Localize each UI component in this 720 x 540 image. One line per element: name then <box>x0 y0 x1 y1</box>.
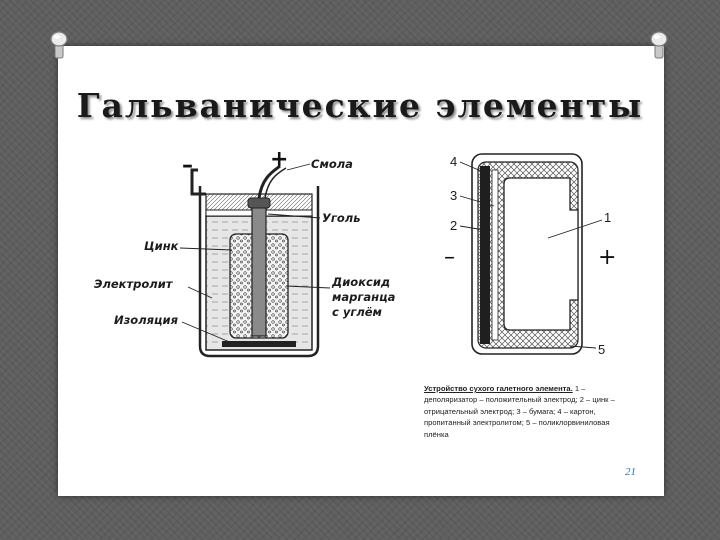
number-4: 4 <box>450 154 457 169</box>
positive-terminal-sign: + <box>270 147 288 172</box>
negative-terminal-sign: – <box>182 153 193 178</box>
caption-heading: Устройство сухого галетного элемента. <box>424 384 573 393</box>
number-2: 2 <box>450 218 457 233</box>
label-carbon: Уголь <box>322 211 360 225</box>
galette-cell-diagram: 4 3 2 1 5 – + <box>444 153 616 357</box>
number-5: 5 <box>598 342 605 357</box>
page-number: 21 <box>625 466 636 478</box>
label-manganese-line2: марганца <box>332 290 396 304</box>
label-zinc: Цинк <box>144 239 180 253</box>
label-resin: Смола <box>311 157 353 171</box>
label-manganese-line1: Диоксид <box>331 275 390 289</box>
slide-title: Гальванические элементы <box>76 86 644 125</box>
label-manganese-line3: с углём <box>332 305 383 319</box>
pushpin-icon <box>650 31 668 59</box>
positive-sign: + <box>598 245 616 270</box>
number-1: 1 <box>604 210 611 225</box>
dry-cell-diagram: – + Смола Уголь Цинк Электролит Диоксид … <box>94 147 396 358</box>
figure-caption: Устройство сухого галетного элемента. 1 … <box>424 383 632 440</box>
label-insulation: Изоляция <box>114 313 179 327</box>
pushpin-icon <box>50 31 68 59</box>
number-3: 3 <box>450 188 457 203</box>
label-electrolyte: Электролит <box>94 277 174 291</box>
negative-sign: – <box>444 245 455 270</box>
caption-text: 1 – деполяризатор – положительный электр… <box>424 384 615 439</box>
